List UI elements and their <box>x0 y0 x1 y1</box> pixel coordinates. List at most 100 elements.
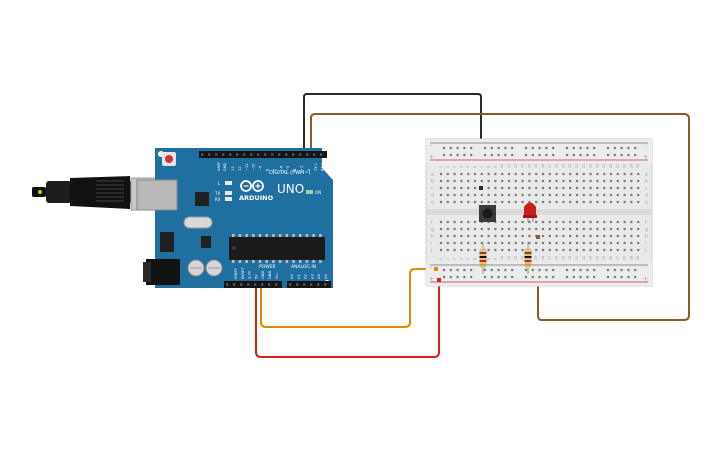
breadboard-hole[interactable] <box>473 248 477 252</box>
rail-hole[interactable] <box>470 153 473 157</box>
breadboard-hole[interactable] <box>446 172 449 176</box>
breadboard-hole[interactable] <box>562 241 565 245</box>
breadboard-hole[interactable] <box>439 248 443 252</box>
breadboard-hole[interactable] <box>623 241 626 245</box>
breadboard-hole[interactable] <box>555 179 558 183</box>
rail-hole[interactable] <box>504 153 507 157</box>
reset-button-cap[interactable] <box>165 155 173 163</box>
breadboard-hole[interactable] <box>528 227 531 231</box>
rail-hole[interactable] <box>497 275 500 279</box>
breadboard-hole[interactable] <box>446 179 449 183</box>
breadboard-hole[interactable] <box>528 220 531 224</box>
header-pin-hole[interactable] <box>250 153 253 156</box>
breadboard-hole[interactable] <box>514 186 517 190</box>
breadboard-hole[interactable] <box>589 186 592 190</box>
header-pin-hole[interactable] <box>310 283 313 286</box>
breadboard-hole[interactable] <box>439 241 443 245</box>
breadboard-hole[interactable] <box>630 234 633 238</box>
rail-hole[interactable] <box>613 275 616 279</box>
breadboard-hole[interactable] <box>616 172 619 176</box>
breadboard-hole[interactable] <box>467 200 470 204</box>
breadboard-hole[interactable] <box>473 220 477 224</box>
breadboard-hole[interactable] <box>630 200 633 204</box>
breadboard-hole[interactable] <box>473 200 477 204</box>
header-pin-hole[interactable] <box>275 283 278 286</box>
breadboard-hole[interactable] <box>521 172 524 176</box>
breadboard-hole[interactable] <box>548 227 551 231</box>
breadboard-hole[interactable] <box>535 172 538 176</box>
header-pin-hole[interactable] <box>271 153 274 156</box>
breadboard-hole[interactable] <box>446 186 449 190</box>
breadboard-hole[interactable] <box>507 234 511 238</box>
breadboard-hole[interactable] <box>637 193 640 197</box>
header-pin-hole[interactable] <box>285 153 288 156</box>
breadboard-hole[interactable] <box>501 241 504 245</box>
breadboard-hole[interactable] <box>501 200 504 204</box>
breadboard-hole[interactable] <box>535 241 538 245</box>
breadboard-hole[interactable] <box>535 200 538 204</box>
rail-hole[interactable] <box>538 268 541 272</box>
breadboard-hole[interactable] <box>541 172 545 176</box>
rail-hole[interactable] <box>442 146 446 150</box>
breadboard-hole[interactable] <box>453 234 456 238</box>
breadboard-hole[interactable] <box>596 200 599 204</box>
breadboard-hole[interactable] <box>562 248 565 252</box>
breadboard-hole[interactable] <box>582 193 585 197</box>
rail-hole[interactable] <box>552 146 555 150</box>
breadboard-hole[interactable] <box>514 200 517 204</box>
breadboard-hole[interactable] <box>535 179 538 183</box>
breadboard-hole[interactable] <box>439 220 443 224</box>
header-pin-hole[interactable] <box>289 283 292 286</box>
breadboard-hole[interactable] <box>487 227 490 231</box>
breadboard-hole[interactable] <box>637 186 640 190</box>
breadboard-hole[interactable] <box>467 193 470 197</box>
breadboard-hole[interactable] <box>460 172 463 176</box>
breadboard-hole[interactable] <box>582 179 585 183</box>
breadboard-hole[interactable] <box>548 234 551 238</box>
wire-red[interactable] <box>255 280 440 358</box>
breadboard-hole[interactable] <box>582 186 585 190</box>
wire-orange[interactable] <box>260 268 436 328</box>
breadboard-hole[interactable] <box>623 172 626 176</box>
rail-hole[interactable] <box>613 146 616 150</box>
breadboard-hole[interactable] <box>501 172 504 176</box>
rail-hole[interactable] <box>463 275 466 279</box>
breadboard-hole[interactable] <box>637 220 640 224</box>
breadboard-hole[interactable] <box>596 179 599 183</box>
rail-hole[interactable] <box>511 146 514 150</box>
rail-hole[interactable] <box>593 153 596 157</box>
breadboard-hole[interactable] <box>521 241 524 245</box>
breadboard-hole[interactable] <box>637 172 640 176</box>
breadboard-hole[interactable] <box>541 227 545 231</box>
rail-hole[interactable] <box>627 275 630 279</box>
breadboard-hole[interactable] <box>555 227 558 231</box>
breadboard-hole[interactable] <box>569 200 572 204</box>
breadboard-hole[interactable] <box>453 179 456 183</box>
header-pin-hole[interactable] <box>317 283 320 286</box>
breadboard-hole[interactable] <box>589 172 592 176</box>
breadboard-hole[interactable] <box>603 172 606 176</box>
rail-hole[interactable] <box>483 153 487 157</box>
breadboard-hole[interactable] <box>460 220 463 224</box>
breadboard-hole[interactable] <box>623 227 626 231</box>
rail-hole[interactable] <box>606 268 610 272</box>
breadboard-hole[interactable] <box>467 241 470 245</box>
breadboard-hole[interactable] <box>555 241 558 245</box>
breadboard-hole[interactable] <box>494 186 497 190</box>
breadboard-hole[interactable] <box>548 241 551 245</box>
rail-hole[interactable] <box>613 153 616 157</box>
breadboard-hole[interactable] <box>460 186 463 190</box>
breadboard-hole[interactable] <box>603 200 606 204</box>
rail-hole[interactable] <box>497 268 500 272</box>
breadboard-hole[interactable] <box>555 172 558 176</box>
breadboard-hole[interactable] <box>637 179 640 183</box>
breadboard-hole[interactable] <box>623 200 626 204</box>
rail-hole[interactable] <box>442 268 446 272</box>
breadboard-hole[interactable] <box>582 234 585 238</box>
breadboard-hole[interactable] <box>528 172 531 176</box>
breadboard-hole[interactable] <box>569 241 572 245</box>
breadboard-hole[interactable] <box>480 241 483 245</box>
breadboard-hole[interactable] <box>589 248 592 252</box>
breadboard-hole[interactable] <box>548 248 551 252</box>
breadboard-hole[interactable] <box>603 193 606 197</box>
